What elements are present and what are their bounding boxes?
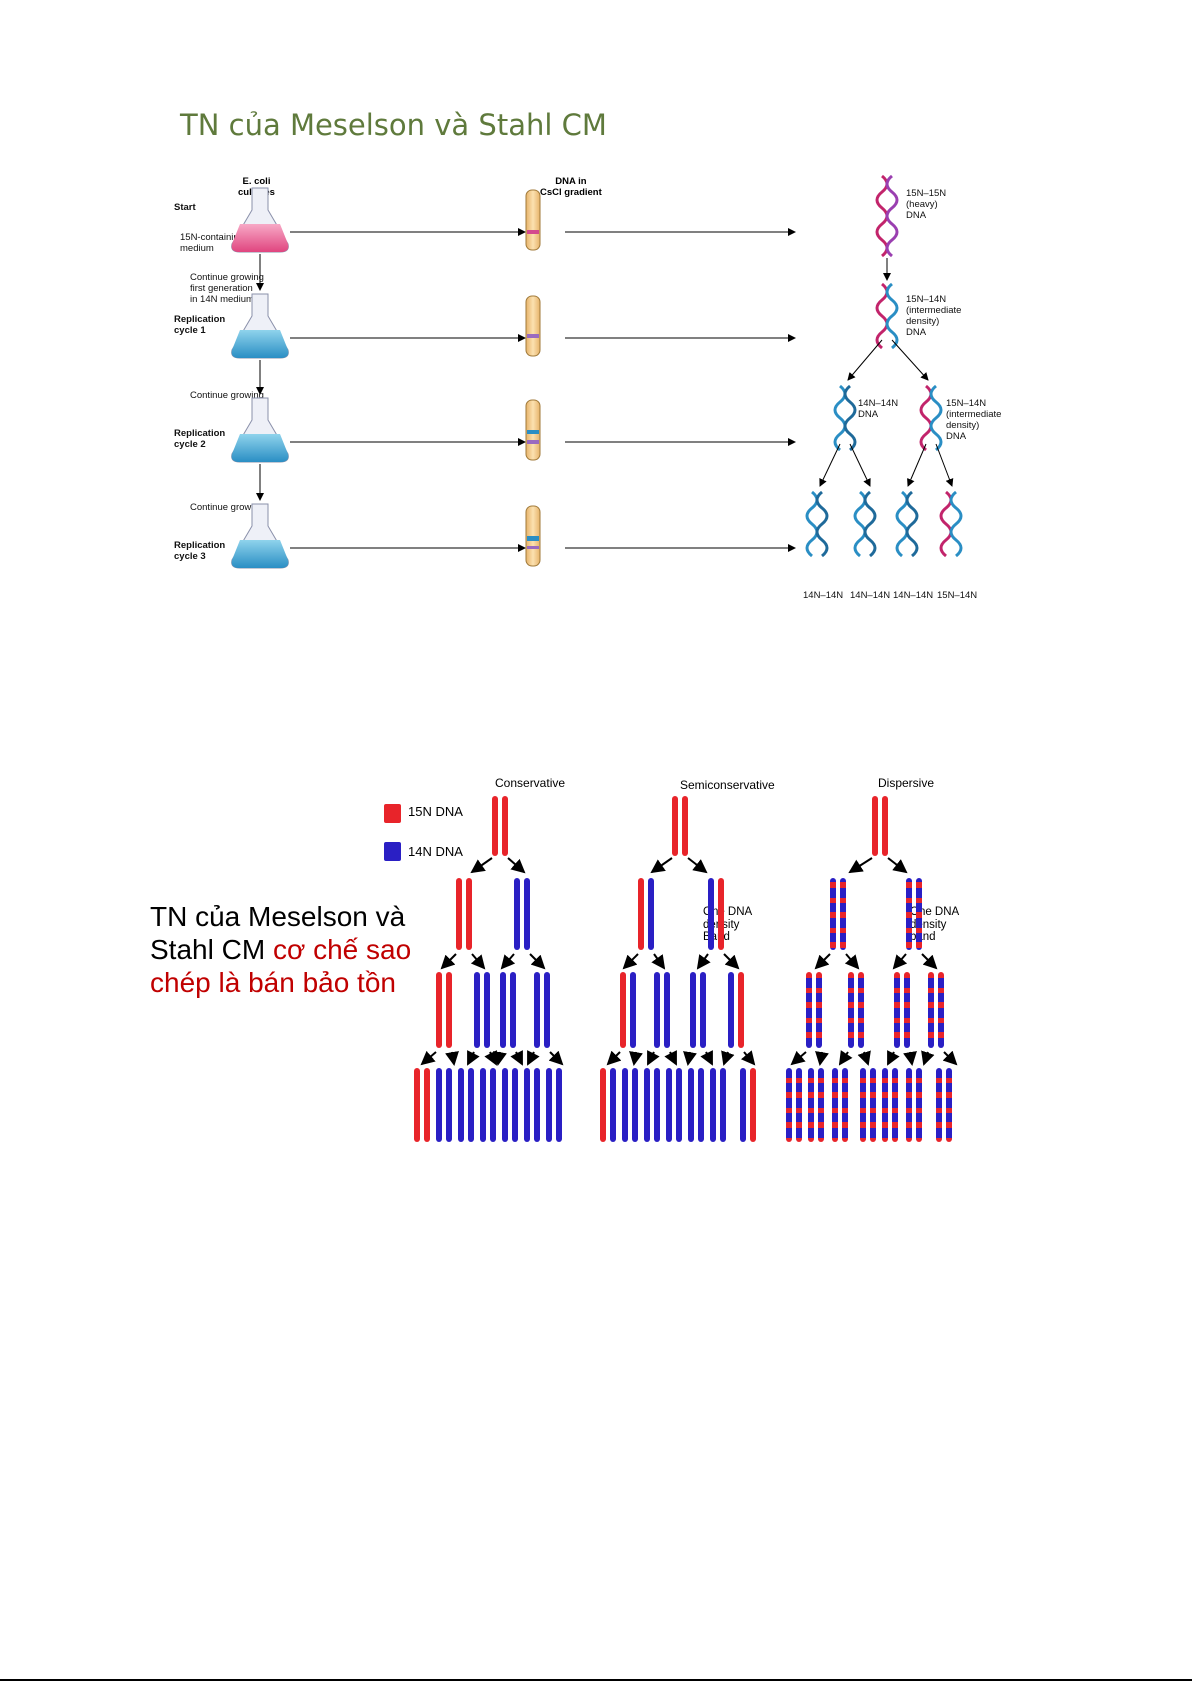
dna-bottom-row: [805, 490, 963, 558]
page-bottom-rule: [0, 1679, 1192, 1681]
legend-swatch-14n: [384, 842, 401, 861]
experiment-drawing: [231, 174, 963, 569]
row-label-cycle1: Replication cycle 1: [174, 314, 226, 336]
flask-start: [231, 187, 289, 253]
row-label-cycle3: Replication cycle 3: [174, 540, 226, 562]
figure2-caption: TN của Meselson và Stahl CM cơ chế sao c…: [150, 900, 411, 999]
caption-red: cơ chế sao chép là bán bảo tồn: [150, 934, 412, 998]
dna-label-intermediate-2: 15N–14N (intermediate density) DNA: [946, 398, 1002, 442]
flask-cycle1: [231, 293, 289, 359]
meselson-stahl-experiment-figure: TN của Meselson và Stahl CM E. coli cult…: [160, 108, 1075, 610]
dna-label-intermediate: 15N–14N (intermediate density) DNA: [906, 294, 962, 338]
tube-cycle1: [525, 295, 541, 357]
replication-models-figure: 15N DNA 14N DNA TN của Meselson và Stahl…: [150, 758, 1035, 1188]
dna-label-heavy: 15N–15N (heavy) DNA: [906, 188, 947, 221]
semiconservative-tree: [600, 796, 756, 1142]
dna-bottom-label-1: 14N–14N: [803, 590, 844, 601]
legend-label-15n: 15N DNA: [408, 804, 463, 819]
dna-intermediate: [875, 282, 899, 350]
gradient-header: DNA in CsCl gradient: [540, 176, 602, 198]
caption-black: TN của Meselson và Stahl CM: [150, 901, 406, 965]
dna-bottom-label-3: 14N–14N: [893, 590, 934, 601]
legend-swatch-15n: [384, 804, 401, 823]
flask-cycle3: [231, 503, 289, 569]
dispersive-tree: [786, 796, 958, 1142]
row-label-start: Start: [174, 202, 196, 213]
model-title-conservative: Conservative: [495, 776, 566, 790]
row-label-cycle2: Replication cycle 2: [174, 428, 226, 450]
row-note-cycle1: Continue growing first generation in 14N…: [190, 272, 264, 305]
tube-cycle2: [525, 399, 541, 461]
dna-intermediate-2: [919, 384, 943, 452]
dna-heavy: [875, 174, 899, 258]
dna-label-light: 14N–14N DNA: [858, 398, 899, 420]
figure1-title: TN của Meselson và Stahl CM: [180, 108, 607, 142]
tube-cycle3: [525, 505, 541, 567]
model-title-dispersive: Dispersive: [878, 776, 935, 790]
tube-start: [525, 189, 541, 251]
model-title-semiconservative: Semiconservative: [680, 778, 775, 792]
dna-bottom-label-2: 14N–14N: [850, 590, 891, 601]
flask-cycle2: [231, 397, 289, 463]
row-note-cycle3: Continue growing: [190, 502, 264, 513]
dna-light: [833, 384, 857, 452]
row-note-cycle2: Continue growing: [190, 390, 264, 401]
row-note-start: 15N-containing medium: [180, 232, 244, 254]
conservative-tree: [414, 796, 564, 1142]
dna-bottom-label-4: 15N–14N: [937, 590, 978, 601]
legend-label-14n: 14N DNA: [408, 844, 463, 859]
replication-models-drawing: [414, 796, 958, 1142]
